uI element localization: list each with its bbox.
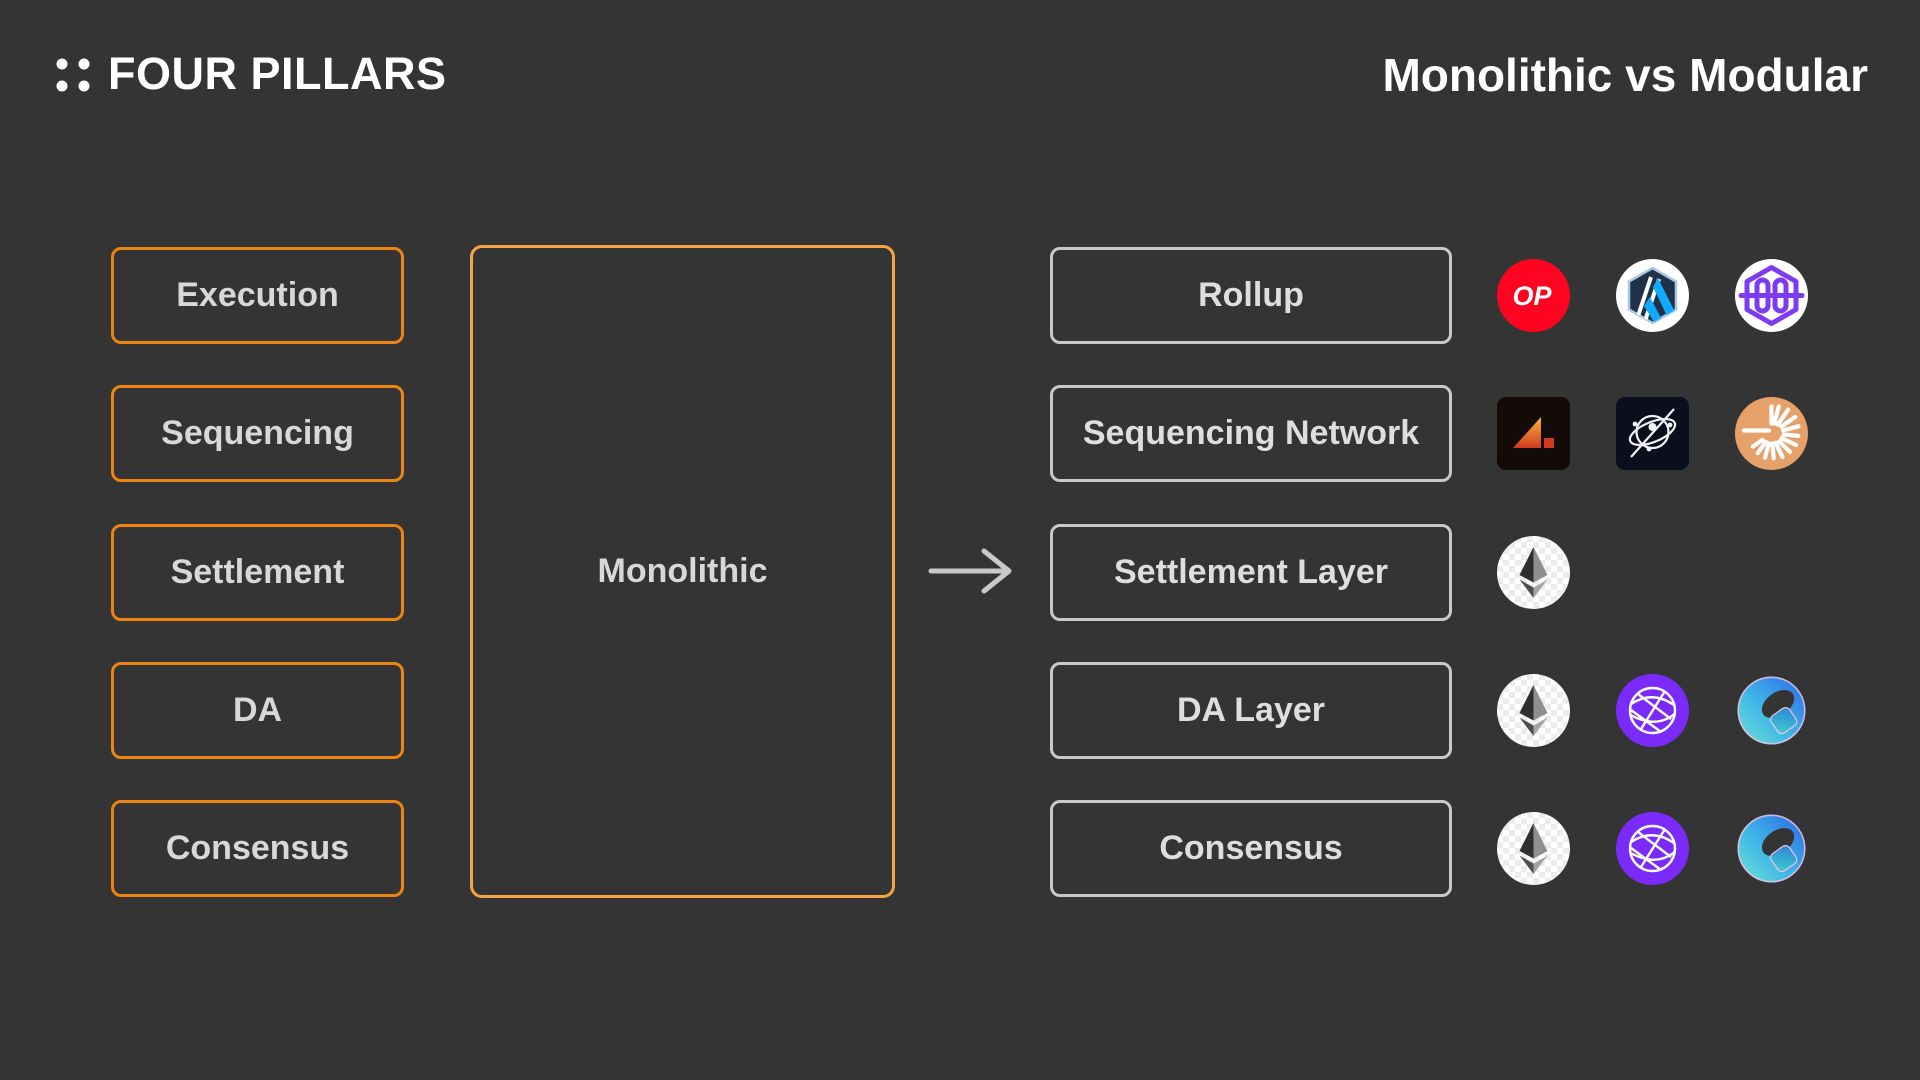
modular-box-settlement-layer: Settlement Layer <box>1050 524 1452 621</box>
espresso-icon <box>1735 397 1808 470</box>
arrow-right-icon <box>928 548 1012 594</box>
modular-label: Consensus <box>1159 829 1343 867</box>
monolithic-label: Monolithic <box>597 552 768 590</box>
hexagon-chain-icon <box>1735 259 1808 332</box>
monolithic-box: Monolithic <box>470 245 895 898</box>
da-layer-icons <box>1497 674 1808 747</box>
consensus-icons <box>1497 812 1808 885</box>
ethereum-icon <box>1497 812 1570 885</box>
avail-icon <box>1735 812 1808 885</box>
pillar-label: Sequencing <box>161 414 354 452</box>
modular-box-sequencing-network: Sequencing Network <box>1050 385 1452 482</box>
ethereum-icon <box>1497 674 1570 747</box>
pillar-label: DA <box>232 691 283 729</box>
modular-box-rollup: Rollup <box>1050 247 1452 344</box>
celestia-icon <box>1616 812 1689 885</box>
pillar-box-consensus: Consensus <box>111 800 404 897</box>
modular-label: Rollup <box>1198 276 1304 314</box>
celestia-icon <box>1616 674 1689 747</box>
modular-label: Sequencing Network <box>1082 414 1420 452</box>
avail-icon <box>1735 674 1808 747</box>
page-title: Monolithic vs Modular <box>1382 49 1868 101</box>
modular-label: DA Layer <box>1176 691 1326 729</box>
brand: FOUR PILLARS <box>55 48 447 100</box>
optimism-icon: OP <box>1497 259 1570 332</box>
astria-icon <box>1497 397 1570 470</box>
sequencing-network-icons <box>1497 397 1808 470</box>
pillar-label: Settlement <box>170 553 345 591</box>
pillar-box-settlement: Settlement <box>111 524 404 621</box>
rollup-icons: OP <box>1497 259 1808 332</box>
ethereum-icon <box>1497 536 1570 609</box>
brand-text: FOUR PILLARS <box>108 48 447 99</box>
four-dots-logo-icon <box>56 58 90 91</box>
pillar-label: Consensus <box>165 829 350 867</box>
pillar-box-da: DA <box>111 662 404 759</box>
optimism-op-text: OP <box>1512 281 1552 311</box>
pillar-box-sequencing: Sequencing <box>111 385 404 482</box>
modular-box-da-layer: DA Layer <box>1050 662 1452 759</box>
modular-label: Settlement Layer <box>1114 553 1388 591</box>
arbitrum-icon <box>1616 259 1689 332</box>
pillar-box-execution: Execution <box>111 247 404 344</box>
settlement-layer-icons <box>1497 536 1570 609</box>
orbital-network-icon <box>1616 397 1689 470</box>
pillar-label: Execution <box>176 276 339 314</box>
modular-box-consensus: Consensus <box>1050 800 1452 897</box>
